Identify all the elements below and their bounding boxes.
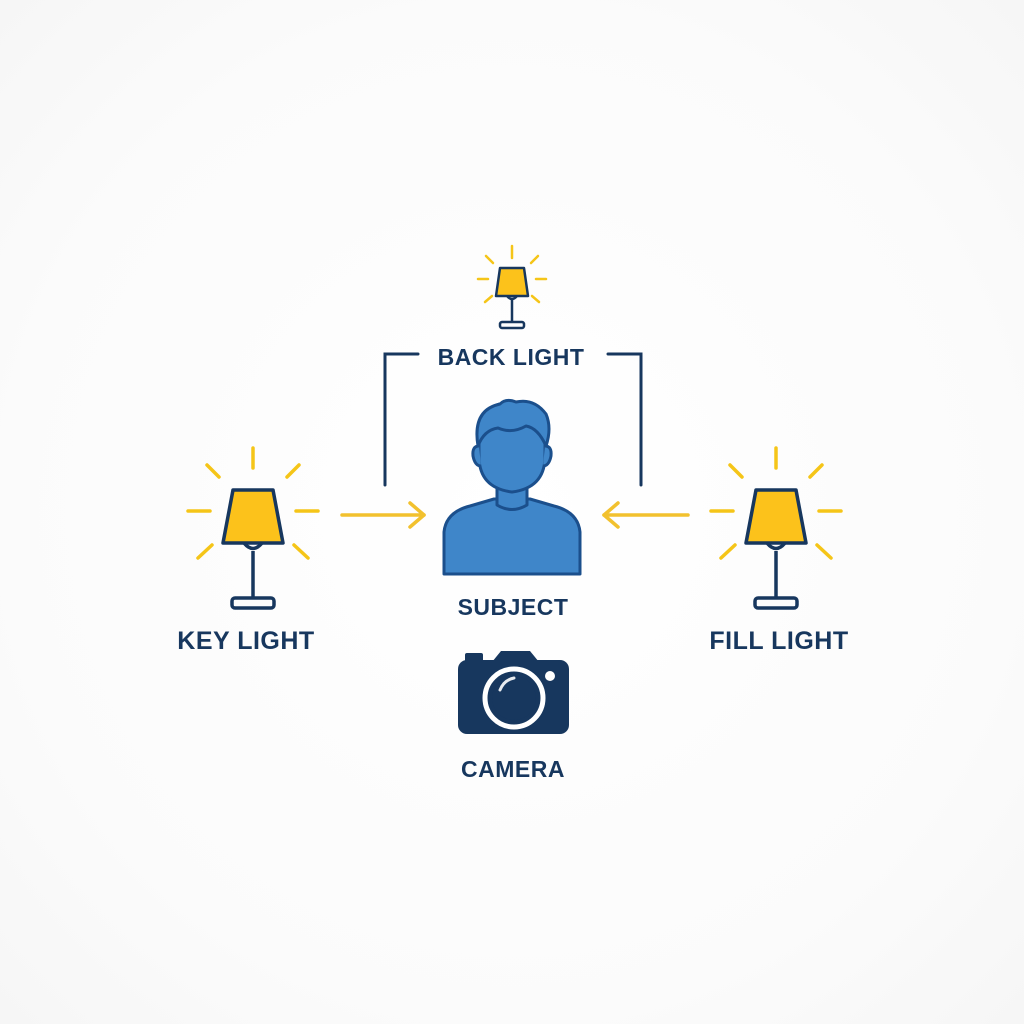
fill-light-lamp-icon [709,446,843,610]
back-light-rays [476,244,548,304]
subject-body [442,497,582,576]
back-light-lamp-icon [476,244,548,330]
fill-light-shade [744,488,808,545]
back-light-label: BACK LIGHT [437,344,585,370]
fill-light-rays [709,446,843,560]
subject-hair [475,398,551,448]
back-light-shade [494,266,530,298]
camera-icon [458,651,569,734]
camera-label: CAMERA [461,756,565,782]
subject-person-icon [442,398,582,576]
key-light-lamp-icon [186,446,320,610]
key-light-shade [221,488,285,545]
key-light-label: KEY LIGHT [177,627,315,655]
subject-label: SUBJECT [457,594,569,620]
fill-light-arrow-icon [602,501,690,529]
back-light-bracket [383,352,643,487]
key-light-rays [186,446,320,560]
fill-light-label: FILL LIGHT [709,627,849,655]
key-light-arrow-icon [340,501,426,529]
